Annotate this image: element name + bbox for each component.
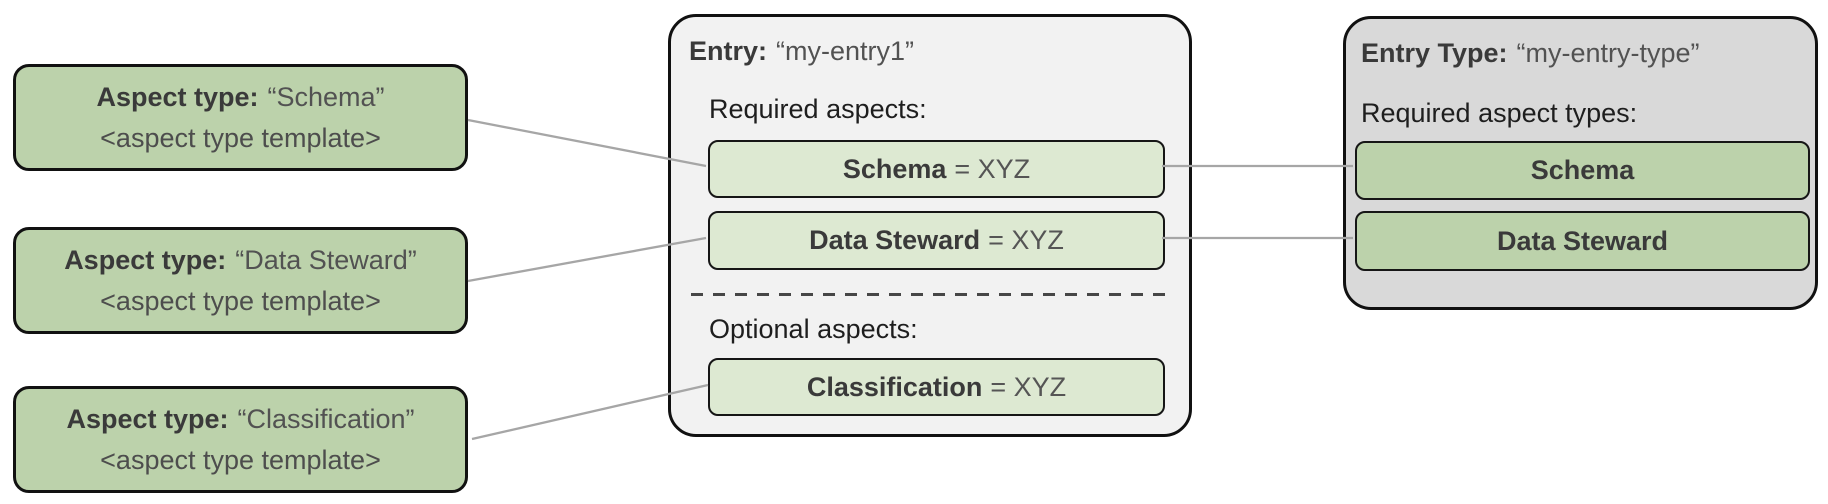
aspect-type-box-schema: Aspect type: “Schema” <aspect type templa…	[13, 64, 468, 171]
aspect-type-label: Aspect type:	[64, 245, 227, 275]
aspect-type-template: <aspect type template>	[100, 123, 381, 153]
entry-type-label: Entry Type:	[1361, 38, 1508, 68]
entry-type-name: “my-entry-type”	[1516, 38, 1700, 68]
aspect-type-label: Aspect type:	[66, 404, 229, 434]
required-aspect-schema: Schema= XYZ	[708, 140, 1165, 198]
entry-title: Entry: “my-entry1”	[689, 35, 914, 67]
optional-aspects-heading: Optional aspects:	[709, 314, 918, 344]
entry-name: “my-entry1”	[776, 36, 915, 66]
entry-type-box: Entry Type: “my-entry-type” Required aspe…	[1343, 16, 1818, 310]
entry-type-title: Entry Type: “my-entry-type”	[1361, 37, 1700, 69]
required-aspect-type-data-steward: Data Steward	[1355, 211, 1810, 271]
aspect-type-label: Aspect type:	[96, 82, 259, 112]
required-aspect-data-steward: Data Steward= XYZ	[708, 211, 1165, 270]
optional-aspect-classification: Classification= XYZ	[708, 358, 1165, 416]
required-aspect-type-schema: Schema	[1355, 141, 1810, 200]
aspect-type-title: Aspect type: “Schema”	[96, 82, 384, 112]
aspect-name: Data Steward	[809, 225, 981, 255]
required-aspect-types-heading: Required aspect types:	[1361, 98, 1638, 128]
aspect-value: = XYZ	[990, 371, 1067, 402]
aspect-type-box-data-steward: Aspect type: “Data Steward” <aspect type …	[13, 227, 468, 334]
aspect-type-name: “Schema”	[267, 82, 385, 112]
entry-label: Entry:	[689, 36, 768, 66]
aspect-type-name: “Classification”	[237, 404, 415, 434]
aspect-name: Schema	[842, 153, 947, 184]
entry-box: Entry: “my-entry1” Required aspects: Sche…	[668, 14, 1192, 437]
dashed-divider	[691, 293, 1173, 296]
required-aspects-heading: Required aspects:	[709, 94, 927, 124]
aspect-name: Classification	[806, 371, 983, 402]
aspect-type-title: Aspect type: “Classification”	[66, 404, 414, 434]
aspect-type-title: Aspect type: “Data Steward”	[64, 245, 417, 275]
aspect-type-name: “Data Steward”	[235, 245, 417, 275]
aspect-type-template: <aspect type template>	[100, 286, 381, 316]
aspect-value: = XYZ	[988, 225, 1064, 255]
aspect-type-template: <aspect type template>	[100, 445, 381, 475]
aspect-value: = XYZ	[954, 153, 1031, 184]
aspect-type-box-classification: Aspect type: “Classification” <aspect typ…	[13, 386, 468, 493]
